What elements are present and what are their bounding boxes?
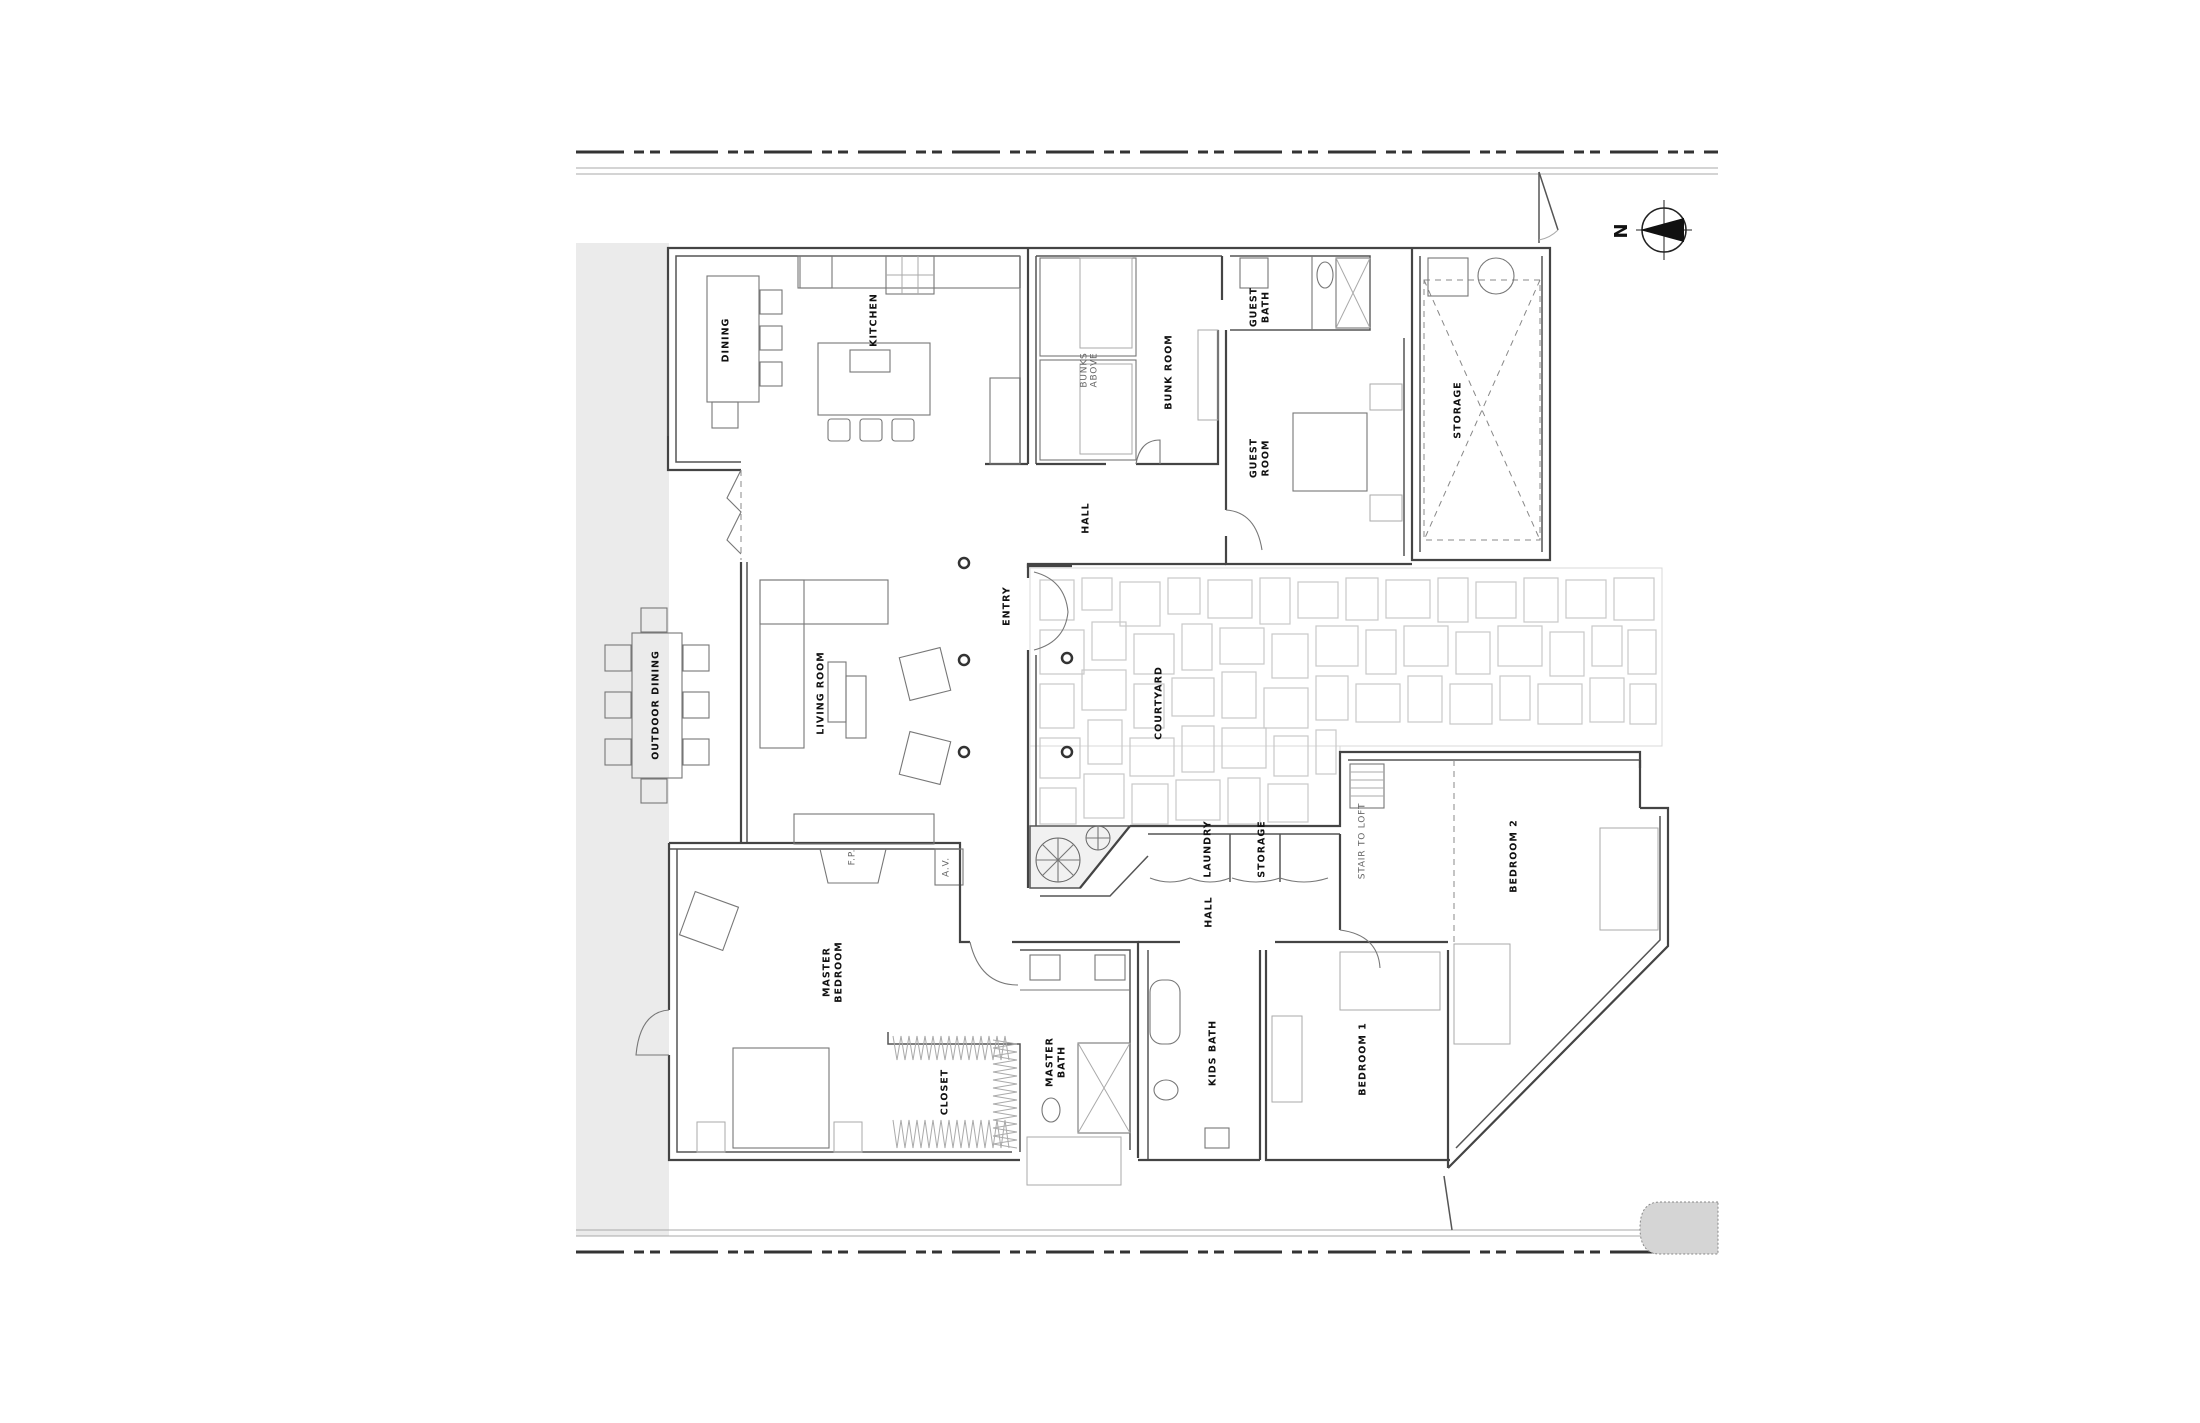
label-fireplace: F.P. <box>848 849 858 866</box>
living-room-furniture <box>759 579 952 786</box>
label-kids-bath: KIDS BATH <box>1208 1020 1219 1086</box>
cooktop-icon <box>885 255 935 295</box>
west-yard-shade <box>576 243 669 1160</box>
label-storage-north: STORAGE <box>1453 381 1464 438</box>
label-hall-south: HALL <box>1204 896 1215 927</box>
columns <box>957 556 1074 759</box>
label-bedroom-1: BEDROOM 1 <box>1358 1022 1369 1095</box>
label-bunks-above-1: BUNKS <box>1080 352 1090 387</box>
guest-bath-fixtures <box>1239 257 1371 329</box>
label-master-bedroom-2: BEDROOM <box>834 941 845 1003</box>
property-line-north <box>576 150 1718 175</box>
walls-bedroom-2 <box>1348 759 1670 1231</box>
master-bedroom-furniture <box>678 890 863 1153</box>
walls-bunk-guest-wing <box>1026 246 1552 578</box>
courtyard-planter <box>1029 825 1132 889</box>
label-hall-north: HALL <box>1081 502 1092 533</box>
label-living-room: LIVING ROOM <box>816 651 827 734</box>
label-closet: CLOSET <box>940 1069 951 1116</box>
walls-living-south <box>669 813 964 886</box>
label-av: A.V. <box>942 857 952 877</box>
hedge <box>1639 1201 1719 1255</box>
label-master-bath-2: BATH <box>1057 1046 1068 1078</box>
label-kitchen: KITCHEN <box>869 293 880 347</box>
walls-kids-bath-bedroom1 <box>1138 940 1450 1168</box>
label-laundry: LAUNDRY <box>1203 820 1214 877</box>
walls-laundry-storage <box>1040 750 1642 969</box>
label-storage-south: STORAGE <box>1257 820 1268 877</box>
label-bunks-above-2: ABOVE <box>1090 353 1100 388</box>
storage-overhead <box>1423 257 1541 541</box>
room-labels: DINING KITCHEN BUNK ROOM BUNKS ABOVE GUE… <box>651 287 1520 1115</box>
north-label: N <box>1611 223 1632 238</box>
label-courtyard: COURTYARD <box>1154 666 1165 740</box>
west-yard-shade-lower <box>576 1160 669 1236</box>
property-line-south <box>576 1229 1718 1254</box>
north-gate <box>1538 171 1559 243</box>
courtyard-paving <box>1029 567 1663 827</box>
walls-master-bedroom <box>635 843 1021 1162</box>
bunk-beds <box>1039 257 1219 465</box>
outdoor-dining-set <box>604 607 710 804</box>
label-guest-bath-2: BATH <box>1261 291 1272 323</box>
walls-master-bath <box>1012 940 1140 1186</box>
label-entry: ENTRY <box>1002 586 1013 626</box>
label-bunk-room: BUNK ROOM <box>1164 334 1175 410</box>
guest-room-furniture <box>1225 383 1403 551</box>
kitchen-fixtures <box>706 255 1021 465</box>
label-master-bath-1: MASTER <box>1045 1037 1056 1087</box>
walls-entry <box>1026 564 1072 888</box>
label-guest-bath-1: GUEST <box>1249 287 1260 327</box>
label-guest-room-1: GUEST <box>1249 438 1260 478</box>
label-guest-room-2: ROOM <box>1261 440 1272 477</box>
label-bedroom-2: BEDROOM 2 <box>1509 819 1520 892</box>
label-dining: DINING <box>721 318 732 363</box>
north-arrow-icon: N <box>1611 200 1692 260</box>
label-outdoor-dining: OUTDOOR DINING <box>651 650 662 760</box>
label-master-bedroom-1: MASTER <box>822 947 833 997</box>
label-stair-to-loft: STAIR TO LOFT <box>1358 803 1368 880</box>
